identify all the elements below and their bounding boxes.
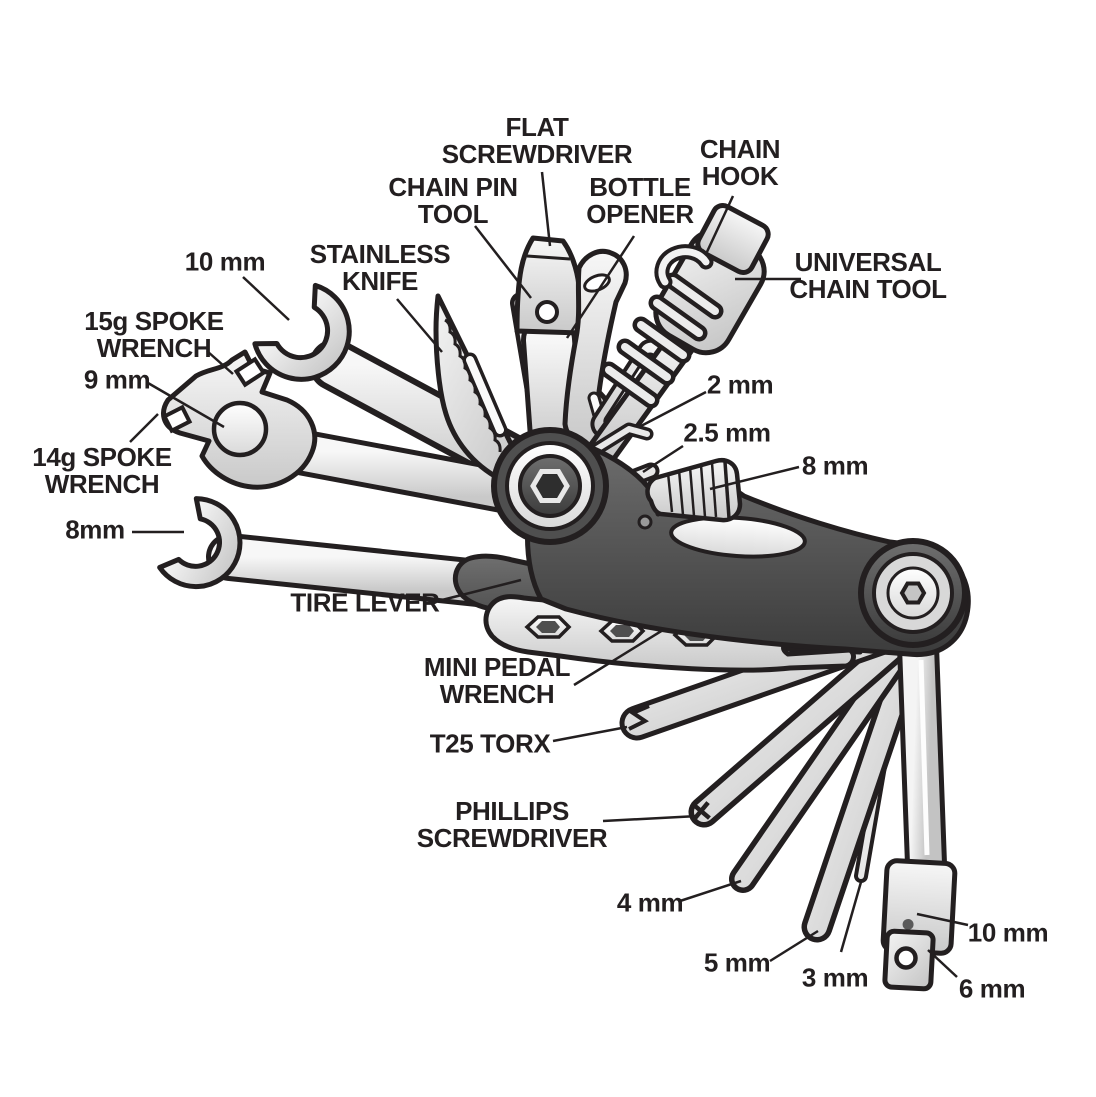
label-hex-3mm: 3 mm (801, 962, 869, 993)
body-screw-hole (637, 514, 653, 530)
right-hinge-hex-socket (899, 581, 927, 605)
label-spoke-wrench-14g: 14g SPOKE WRENCH (32, 442, 172, 499)
leader-bottle-opener (565, 235, 636, 339)
hex-4mm-tool (729, 632, 918, 893)
left-hinge-pivot (491, 427, 609, 545)
right-hinge-pivot (858, 538, 968, 648)
label-hex-2-5mm: 2.5 mm (683, 417, 771, 448)
knife-tool (433, 293, 533, 482)
body-thumb-slot (669, 515, 807, 559)
leader-mini-pedal-wrench (573, 628, 664, 687)
leader-chain-pin-tool (474, 225, 532, 299)
leader-hex-3mm (839, 881, 863, 953)
leader-spoke-9mm (147, 381, 225, 429)
leader-socket-10mm (916, 912, 969, 927)
label-spoke-wrench-15g: 15g SPOKE WRENCH (84, 306, 224, 363)
socket-adapter-tool (880, 625, 958, 992)
label-spoke-9mm: 9 mm (83, 364, 151, 395)
bit-8mm-tool (645, 458, 743, 523)
label-mini-pedal-wrench: MINI PEDAL WRENCH (423, 652, 571, 709)
leader-flat-screwdriver (540, 171, 552, 247)
label-chain-hook: CHAIN HOOK (699, 134, 781, 191)
label-phillips-screwdriver: PHILLIPS SCREWDRIVER (416, 796, 608, 853)
leader-spoke-14g (129, 413, 159, 443)
hex-2mm-tool (585, 422, 654, 459)
chain-tool-spring (600, 272, 724, 409)
label-tire-lever: TIRE LEVER (290, 587, 440, 618)
label-wrench-8mm: 8mm (65, 514, 125, 545)
leader-phillips (602, 814, 699, 823)
label-bottle-opener: BOTTLE OPENER (586, 172, 694, 229)
leader-chain-hook (704, 195, 735, 255)
leader-hex-5mm (769, 929, 819, 963)
leader-tire-lever (437, 578, 522, 603)
spoke-wrench-tool (161, 349, 563, 520)
leader-hex-4mm (679, 879, 742, 903)
label-hex-5mm: 5 mm (703, 947, 771, 978)
left-hinge-hex-socket (530, 469, 570, 503)
leader-stainless-knife (396, 298, 443, 353)
hex-5mm-tool (801, 636, 926, 943)
label-flat-screwdriver: FLAT SCREWDRIVER (441, 112, 633, 169)
label-bit-8mm: 8 mm (801, 450, 869, 481)
leader-bit-8mm (709, 465, 800, 491)
label-socket-10mm: 10 mm (967, 917, 1049, 948)
label-wrench-10mm: 10 mm (184, 246, 266, 277)
label-t25-torx: T25 TORX (429, 728, 551, 759)
leader-t25-torx (552, 725, 628, 743)
label-hex-6mm: 6 mm (958, 973, 1026, 1004)
chain-hook-tool (654, 244, 714, 290)
label-chain-pin-tool: CHAIN PIN TOOL (388, 172, 518, 229)
label-hex-2mm: 2 mm (706, 369, 774, 400)
leader-lines (129, 171, 969, 978)
label-stainless-knife: STAINLESS KNIFE (309, 239, 451, 296)
leader-hex-2mm (640, 390, 707, 428)
leader-hex-6mm (927, 949, 958, 978)
label-universal-chain-tool: UNIVERSAL CHAIN TOOL (789, 247, 947, 304)
leader-hex-2-5mm (642, 444, 684, 474)
universal-chain-tool-assembly (586, 202, 771, 468)
leader-spoke-15g (206, 350, 234, 375)
label-hex-4mm: 4 mm (616, 887, 684, 918)
leader-wrench-10mm (242, 276, 290, 321)
